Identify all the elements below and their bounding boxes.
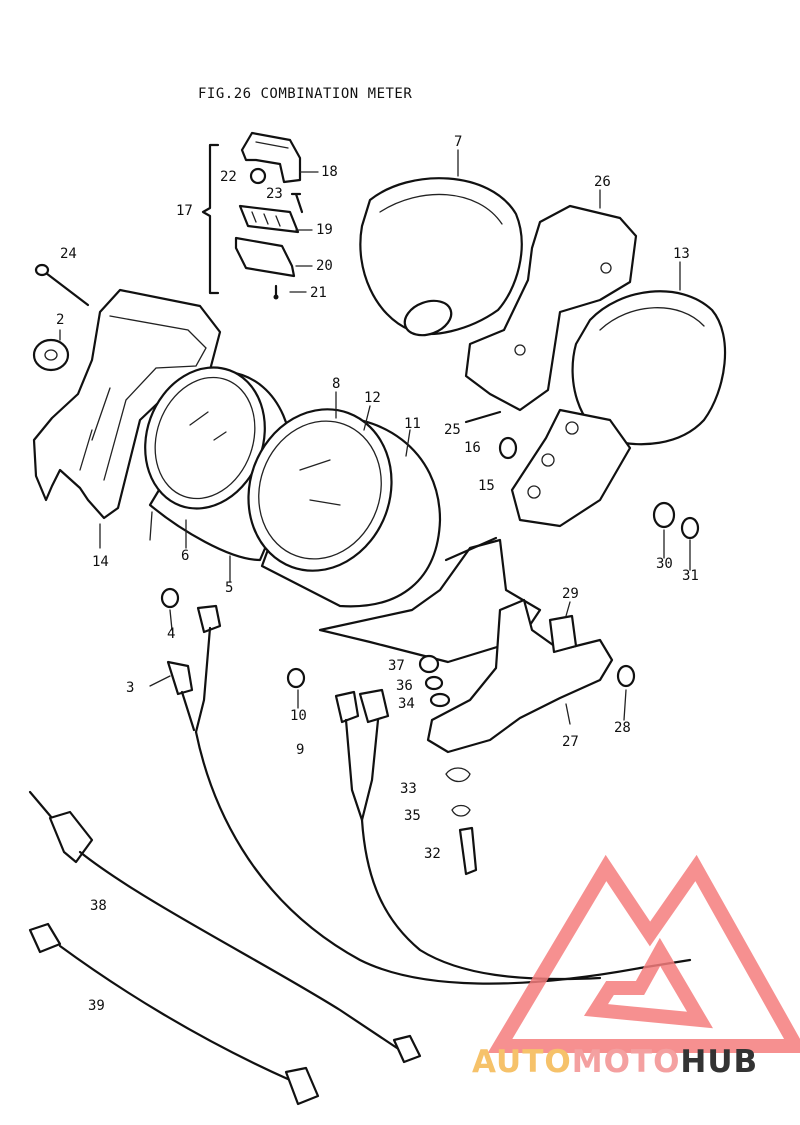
callout-33: 33 xyxy=(400,781,417,797)
part-33-grommet xyxy=(445,767,471,783)
part-8-tachometer xyxy=(247,408,442,608)
watermark-auto: AUTO xyxy=(472,1044,572,1080)
watermark-hub: HUB xyxy=(680,1044,758,1080)
part-35-collar xyxy=(451,804,471,817)
callout-31: 31 xyxy=(682,568,699,584)
part-2-grommet xyxy=(32,338,70,372)
callout-28: 28 xyxy=(614,720,631,736)
callout-19: 19 xyxy=(316,222,333,238)
callout-18: 18 xyxy=(321,164,338,180)
callout-23: 23 xyxy=(266,186,283,202)
part-3-socket-harness xyxy=(166,604,692,985)
part-15-lamp-housing xyxy=(510,408,632,528)
callout-4: 4 xyxy=(167,626,175,642)
part-26-center-bracket xyxy=(464,204,638,412)
callout-25: 25 xyxy=(444,422,461,438)
callout-39: 39 xyxy=(88,998,105,1014)
callout-27: 27 xyxy=(562,734,579,750)
callout-38: 38 xyxy=(90,898,107,914)
part-4-bulb xyxy=(160,587,180,609)
figure-title: FIG.26 COMBINATION METER xyxy=(198,86,412,102)
callout-16: 16 xyxy=(464,440,481,456)
callout-14: 14 xyxy=(92,554,109,570)
part-16-bulb xyxy=(498,436,518,460)
callout-21: 21 xyxy=(310,285,327,301)
meter-mounting-plate xyxy=(318,536,542,664)
callout-numbers: 2 3 4 5 6 7 8 9 10 11 12 13 14 15 16 17 … xyxy=(56,134,699,1014)
part-38-cable xyxy=(28,790,422,1064)
callout-20: 20 xyxy=(316,258,333,274)
part-32-bolt xyxy=(458,826,478,876)
callout-15: 15 xyxy=(478,478,495,494)
callout-26: 26 xyxy=(594,174,611,190)
callout-13: 13 xyxy=(673,246,690,262)
part-27-bracket xyxy=(426,598,614,754)
part-36-washer xyxy=(424,675,444,691)
callout-32: 32 xyxy=(424,846,441,862)
part-25-screw xyxy=(464,410,502,424)
bracket-group-17 xyxy=(201,143,220,295)
callout-24: 24 xyxy=(60,246,77,262)
watermark-triangle-logo xyxy=(487,854,800,1053)
part-34-washer xyxy=(429,692,451,708)
callout-30: 30 xyxy=(656,556,673,572)
part-20-lower-block xyxy=(234,236,296,278)
part-18-upper-clamp xyxy=(240,131,302,184)
part-39-cable xyxy=(28,922,320,1106)
part-19-cushion xyxy=(238,204,300,234)
part-28-cushion xyxy=(616,664,636,688)
callout-9: 9 xyxy=(296,742,304,758)
part-14-meter-case xyxy=(32,288,222,520)
callout-17: 17 xyxy=(176,203,193,219)
callout-35: 35 xyxy=(404,808,421,824)
callout-8: 8 xyxy=(332,376,340,392)
callout-6: 6 xyxy=(181,548,189,564)
callout-22: 22 xyxy=(220,169,237,185)
callout-11: 11 xyxy=(404,416,421,432)
part-23-screw xyxy=(290,192,304,214)
callout-37: 37 xyxy=(388,658,405,674)
callout-7: 7 xyxy=(454,134,462,150)
part-31-nut xyxy=(680,516,700,540)
part-21-screw xyxy=(273,284,279,300)
callout-29: 29 xyxy=(562,586,579,602)
callout-5: 5 xyxy=(225,580,233,596)
part-10-bulb xyxy=(286,667,306,689)
part-37-nut xyxy=(418,654,440,674)
automotohub-watermark: AUTOMOTOHUB xyxy=(472,854,800,1080)
watermark-text: AUTOMOTOHUB xyxy=(472,1044,758,1080)
part-22-nut xyxy=(249,167,267,185)
part-30-washer xyxy=(652,501,676,529)
callout-10: 10 xyxy=(290,708,307,724)
part-29-damper xyxy=(548,614,578,654)
callout-36: 36 xyxy=(396,678,413,694)
callout-34: 34 xyxy=(398,696,415,712)
part-7-meter-cover xyxy=(359,177,523,337)
callout-12: 12 xyxy=(364,390,381,406)
callout-2: 2 xyxy=(56,312,64,328)
callout-3: 3 xyxy=(126,680,134,696)
watermark-moto: MOTO xyxy=(572,1044,681,1080)
part-24-long-screw xyxy=(34,263,90,307)
